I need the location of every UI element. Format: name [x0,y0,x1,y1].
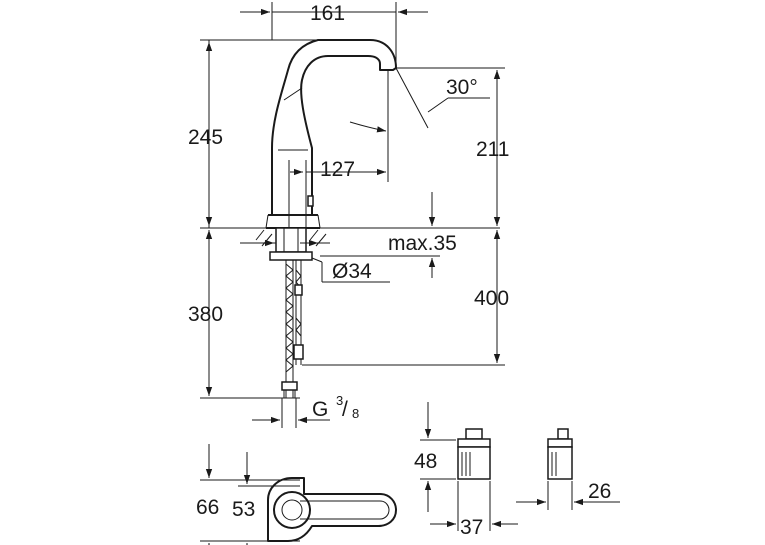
dim-angle: 30° [446,76,478,99]
dim-thread-denominator: 8 [352,406,359,421]
dim-thread-prefix: G [312,398,328,421]
control-box-side [547,428,573,480]
dim-hose-length: 380 [188,303,223,326]
dim-thread-numerator: 3 [336,393,343,408]
dim-hole-diameter: Ø34 [332,260,372,283]
dim-base-b: 53 [232,498,255,521]
control-box-front [457,428,491,480]
dim-width-top: 161 [310,2,345,25]
dim-height-spout: 211 [476,138,509,161]
dim-thread-slash: / [342,398,348,421]
dim-spout-reach: 127 [320,158,355,181]
base-plan-view [200,477,397,542]
dim-box-width: 37 [460,516,483,539]
dim-box-height: 48 [414,450,437,473]
dim-base-a: 66 [196,496,219,519]
dim-connection-length: 400 [474,287,509,310]
dim-height-total: 245 [188,126,223,149]
hoses [278,260,304,399]
faucet-body [265,39,397,229]
dim-deck-thickness: max.35 [388,232,457,255]
dim-box-depth: 26 [588,480,611,503]
